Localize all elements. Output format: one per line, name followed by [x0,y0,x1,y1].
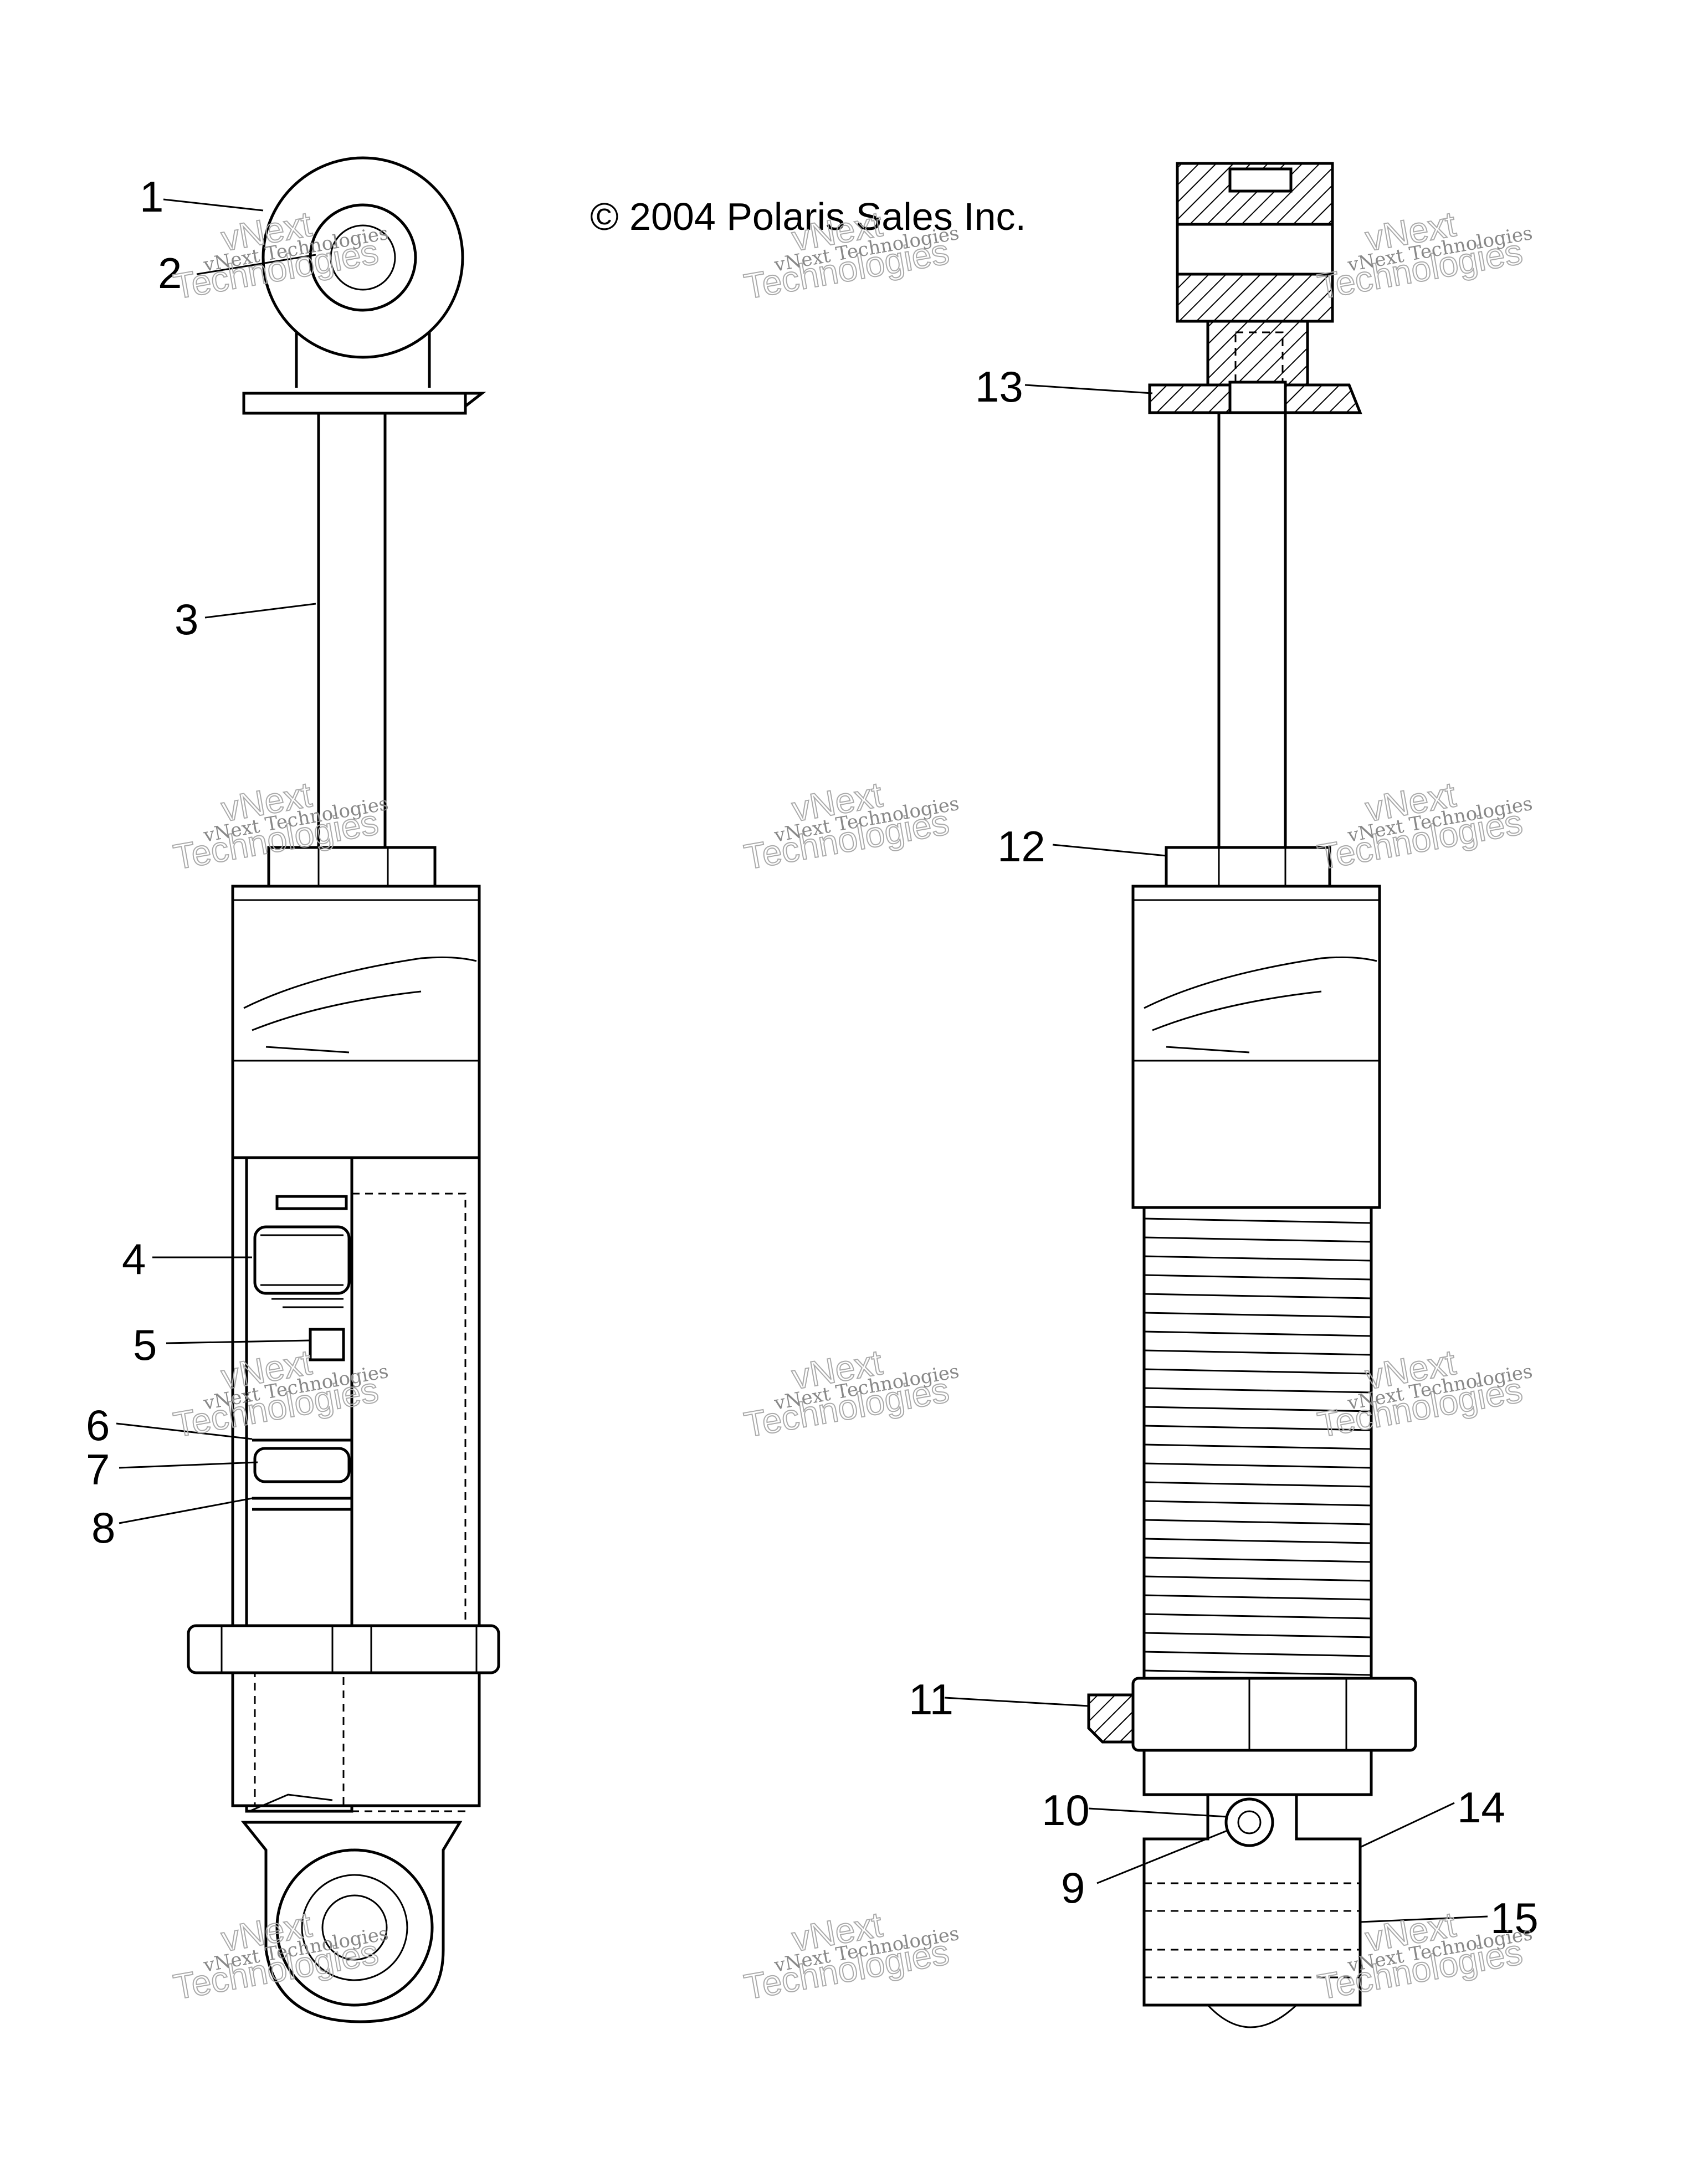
thread-line [1144,1330,1372,1337]
piston [253,1225,351,1295]
thread-line [1144,1312,1372,1318]
left-adjuster-ring [187,1624,500,1674]
right-seal-head [1165,846,1331,888]
thread-line [1144,1481,1372,1488]
callout-9: 9 [1061,1863,1085,1912]
top-stem [1206,320,1309,387]
callout-1: 1 [140,172,163,221]
thread-line [1144,1217,1372,1224]
thread-line [1144,1406,1372,1412]
callout-12: 12 [997,822,1045,871]
callout-3: 3 [175,595,198,644]
callout-13: 13 [975,362,1023,411]
callout-6: 6 [86,1401,110,1450]
thread-line [1144,1462,1372,1469]
piston-nut [309,1328,345,1361]
floating-piston [253,1447,351,1483]
thread-line [1144,1632,1372,1638]
thread-line [1144,1349,1372,1356]
left-shaft [317,412,387,852]
thread-line [1144,1669,1372,1676]
watermark-5: Technologies vNext vNext Technologies [741,774,961,878]
thread-line [1144,1500,1372,1507]
thread-line [1144,1556,1372,1563]
thread-line [1144,1236,1372,1243]
thread-line [1144,1538,1372,1544]
thread-line [1144,1575,1372,1582]
right-shaft [1217,411,1287,852]
watermark-8: Technologies vNext vNext Technologies [741,1342,961,1446]
thread-line [1144,1425,1372,1431]
callout-labels: 1 2 3 4 5 6 7 8 9 10 11 12 13 14 15 [86,172,1539,1943]
thread-line [1144,1613,1372,1620]
callout-4: 4 [122,1235,146,1283]
top-bushing-lower [1176,273,1334,323]
thread-line [1144,1443,1372,1450]
watermark-7: Technologies vNext vNext Technologies [170,1342,390,1446]
thread-line [1144,1594,1372,1601]
callout-2: 2 [158,249,182,297]
right-bottom-clevis [1142,1793,1362,2007]
thread-line [1144,1368,1372,1375]
thread-line [1144,1274,1372,1281]
top-eyelet-bushing [309,203,417,312]
thread-line [1144,1519,1372,1525]
left-body [231,885,481,1159]
callout-7: 7 [86,1445,110,1494]
thread-line [1144,1387,1372,1394]
right-adjuster-nut [1087,1693,1135,1744]
watermark-6: Technologies vNext vNext Technologies [1314,774,1534,878]
left-seal-head [267,846,437,888]
watermark-11: Technologies vNext vNext Technologies [741,1904,961,2008]
copyright-text: © 2004 Polaris Sales Inc. [590,195,1026,238]
callout-5: 5 [133,1320,157,1369]
callout-10: 10 [1042,1786,1090,1834]
thread-line [1144,1651,1372,1657]
watermark-3: Technologies vNext vNext Technologies [1314,203,1534,307]
callout-15: 15 [1490,1894,1539,1943]
callout-11: 11 [909,1675,953,1724]
clevis-bolt [1224,1797,1274,1847]
thread-line [1144,1255,1372,1262]
callout-14: 14 [1457,1783,1505,1832]
leader-lines [116,198,1488,1923]
left-shock-assembly [187,156,500,2023]
right-shock-assembly [1087,162,1417,2028]
thread-line [1144,1293,1372,1299]
bottom-eyelet [275,1848,434,2007]
callout-8: 8 [91,1503,115,1552]
